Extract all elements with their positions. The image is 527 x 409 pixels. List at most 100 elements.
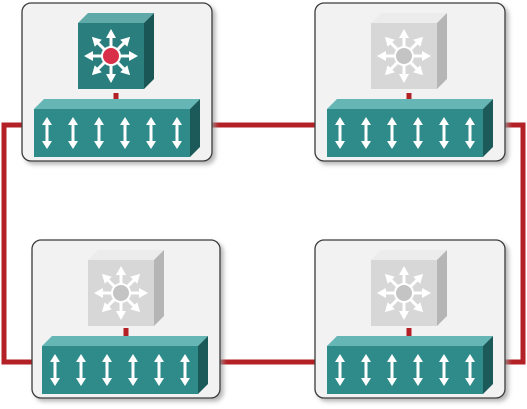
switch-port-arrow-down <box>465 378 475 386</box>
switch-port-arrow-up <box>335 117 345 125</box>
switch-side-face <box>198 336 208 394</box>
node-bottom-left[interactable] <box>31 239 221 399</box>
switch-port-arrow-down <box>172 141 182 149</box>
switch-icon <box>42 336 208 394</box>
switch-port-arrow-up <box>154 354 164 362</box>
switch-port-arrow-down <box>120 141 130 149</box>
router-arrow-head <box>129 51 138 61</box>
router-hub <box>101 46 121 66</box>
router-arrow-head <box>422 51 431 61</box>
router-arrow-head <box>101 302 112 313</box>
router-top-face <box>371 250 447 260</box>
switch-port-arrow-down <box>413 141 423 149</box>
switch-port-arrow-down <box>68 141 78 149</box>
switch-port-arrow-up <box>102 354 112 362</box>
router-arrow-head <box>94 288 103 298</box>
switch-front-face <box>327 109 483 157</box>
switch-port-arrow-down <box>387 141 397 149</box>
switch-port-arrow-up <box>128 354 138 362</box>
switch-front-face <box>327 346 483 394</box>
router-arrow-head <box>384 36 395 47</box>
router-arrow-head <box>139 288 148 298</box>
link-right <box>490 122 526 365</box>
switch-side-face <box>190 99 200 157</box>
node-top-right[interactable] <box>314 2 506 162</box>
switch-side-face <box>483 99 493 157</box>
router-arrow-head <box>106 29 116 38</box>
switch-port-arrow-up <box>361 354 371 362</box>
switch-port-arrow-up <box>94 117 104 125</box>
ring-links <box>1 122 526 365</box>
switch-port-arrow-up <box>361 117 371 125</box>
router-arrow-head <box>130 302 141 313</box>
switch-port-arrow-up <box>120 117 130 125</box>
switch-icon <box>34 99 200 157</box>
switch-port-arrow-down <box>335 378 345 386</box>
switch-front-face <box>42 346 198 394</box>
switch-port-arrow-up <box>413 354 423 362</box>
switch-port-arrow-down <box>128 378 138 386</box>
switch-port-arrow-up <box>465 117 475 125</box>
switch-port-arrow-up <box>387 117 397 125</box>
switch-port-arrow-down <box>50 378 60 386</box>
switch-port-arrow-down <box>102 378 112 386</box>
router-arrow-head <box>413 302 424 313</box>
switch-port-arrow-down <box>387 378 397 386</box>
switch-front-face <box>34 109 190 157</box>
router-hub <box>394 46 414 66</box>
router-top-face <box>78 13 154 23</box>
router-arrow-head <box>384 273 395 284</box>
router-arrow-head <box>130 273 141 284</box>
router-arrow-head <box>91 36 102 47</box>
switch-top-face <box>34 99 200 109</box>
switch-top-face <box>42 336 208 346</box>
router-arrow-head <box>413 36 424 47</box>
switch-port-arrow-up <box>50 354 60 362</box>
switch-port-arrow-up <box>76 354 86 362</box>
router-side-face <box>154 250 164 326</box>
router-side-face <box>437 13 447 89</box>
switch-port-arrow-down <box>361 141 371 149</box>
router-arrow-head <box>413 273 424 284</box>
router-arrow-head <box>120 65 131 76</box>
router-icon <box>371 250 447 326</box>
switch-port-arrow-up <box>146 117 156 125</box>
router-icon <box>88 250 164 326</box>
router-arrow-head <box>106 74 116 83</box>
switch-port-arrow-down <box>94 141 104 149</box>
link-left <box>1 122 43 365</box>
router-arrow-head <box>399 74 409 83</box>
switch-port-arrow-up <box>42 117 52 125</box>
router-side-face <box>437 250 447 326</box>
router-top-face <box>371 13 447 23</box>
router-arrow-head <box>120 36 131 47</box>
node-top-left[interactable] <box>21 2 213 162</box>
switch-port-arrow-down <box>465 141 475 149</box>
switch-port-arrow-up <box>387 354 397 362</box>
switch-port-arrow-up <box>68 117 78 125</box>
router-arrow-head <box>116 311 126 320</box>
router-arrow-head <box>413 65 424 76</box>
switch-icon <box>327 99 493 157</box>
switch-port-arrow-down <box>361 378 371 386</box>
switch-port-arrow-down <box>335 141 345 149</box>
router-icon <box>371 13 447 89</box>
router-arrow-head <box>91 65 102 76</box>
switch-port-arrow-up <box>439 117 449 125</box>
router-arrow-head <box>422 288 431 298</box>
router-arrow-head <box>116 266 126 275</box>
switch-port-arrow-up <box>413 117 423 125</box>
switch-port-arrow-up <box>465 354 475 362</box>
switch-port-arrow-down <box>76 378 86 386</box>
router-arrow-head <box>101 273 112 284</box>
router-hub <box>111 283 131 303</box>
switch-icon <box>327 336 493 394</box>
switch-port-arrow-down <box>180 378 190 386</box>
switch-top-face <box>327 99 493 109</box>
node-bottom-right[interactable] <box>314 239 506 399</box>
router-side-face <box>144 13 154 89</box>
router-arrow-head <box>377 51 386 61</box>
switch-port-arrow-up <box>439 354 449 362</box>
router-arrow-head <box>384 302 395 313</box>
